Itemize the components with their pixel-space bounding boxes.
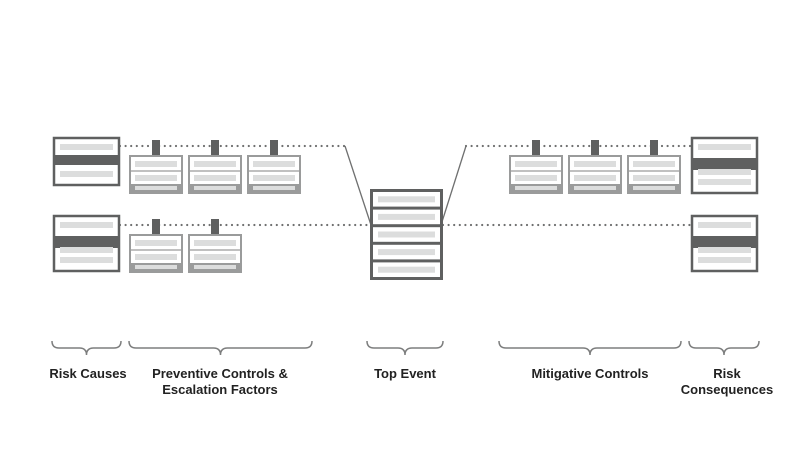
card-row — [698, 222, 751, 228]
top-event-row — [378, 231, 435, 238]
barrier-stem — [211, 140, 219, 156]
top-event-row — [378, 249, 435, 256]
label-preventive-controls: Preventive Controls & Escalation Factors — [152, 366, 288, 397]
barrier-row — [135, 265, 177, 269]
barrier-row — [633, 175, 675, 181]
barrier-row — [135, 161, 177, 167]
barrier-row — [515, 175, 557, 181]
brace-mitigative — [498, 340, 682, 356]
barrier-row — [135, 186, 177, 190]
preventive-control — [188, 219, 242, 273]
card-band — [54, 236, 119, 248]
brace-risk-consequences — [688, 340, 760, 356]
barrier-row — [633, 161, 675, 167]
barrier-row — [194, 175, 236, 181]
label-risk-consequences: Risk Consequences — [680, 366, 774, 397]
barrier-row — [135, 175, 177, 181]
barrier-row — [574, 161, 616, 167]
brace-preventive — [128, 340, 313, 356]
card-row — [60, 257, 113, 263]
preventive-control — [188, 140, 242, 194]
barrier-row — [253, 161, 295, 167]
top-event-row — [378, 213, 435, 220]
risk-cause-card — [52, 136, 121, 187]
label-top-event: Top Event — [374, 366, 436, 381]
card-row — [60, 247, 113, 253]
barrier-row — [194, 254, 236, 260]
mitigative-control — [509, 140, 563, 194]
card-row — [698, 247, 751, 253]
risk-consequence-card — [690, 136, 759, 195]
barrier-stem — [270, 140, 278, 156]
barrier-row — [515, 161, 557, 167]
barrier-row — [135, 254, 177, 260]
barrier-row — [194, 240, 236, 246]
preventive-control — [129, 140, 183, 194]
top-event-row — [378, 266, 435, 273]
consequence-connector — [440, 145, 467, 226]
card-band — [692, 236, 757, 248]
brace-risk-causes — [51, 340, 122, 356]
barrier-row — [574, 186, 616, 190]
card-row — [60, 171, 113, 177]
card-row — [60, 144, 113, 150]
barrier-stem — [650, 140, 658, 156]
card-row — [698, 169, 751, 175]
top-event-box — [370, 189, 443, 280]
risk-cause-card — [52, 214, 121, 273]
barrier-row — [253, 186, 295, 190]
card-band — [54, 155, 119, 165]
card-row — [698, 179, 751, 185]
label-risk-causes: Risk Causes — [49, 366, 127, 381]
label-mitigative-controls: Mitigative Controls — [531, 366, 649, 381]
card-row — [60, 222, 113, 228]
barrier-row — [253, 175, 295, 181]
preventive-control — [247, 140, 301, 194]
top-event-row — [378, 196, 435, 203]
brace-top-event — [366, 340, 444, 356]
barrier-row — [194, 186, 236, 190]
barrier-stem — [152, 219, 160, 235]
mitigative-control — [627, 140, 681, 194]
cause-connector — [344, 145, 372, 226]
barrier-row — [194, 265, 236, 269]
barrier-row — [574, 175, 616, 181]
risk-consequence-card — [690, 214, 759, 273]
barrier-row — [194, 161, 236, 167]
barrier-stem — [152, 140, 160, 156]
barrier-stem — [532, 140, 540, 156]
card-band — [692, 158, 757, 170]
card-row — [698, 257, 751, 263]
barrier-stem — [591, 140, 599, 156]
barrier-row — [515, 186, 557, 190]
barrier-stem — [211, 219, 219, 235]
preventive-control — [129, 219, 183, 273]
barrier-row — [633, 186, 675, 190]
barrier-row — [135, 240, 177, 246]
card-row — [698, 144, 751, 150]
mitigative-control — [568, 140, 622, 194]
